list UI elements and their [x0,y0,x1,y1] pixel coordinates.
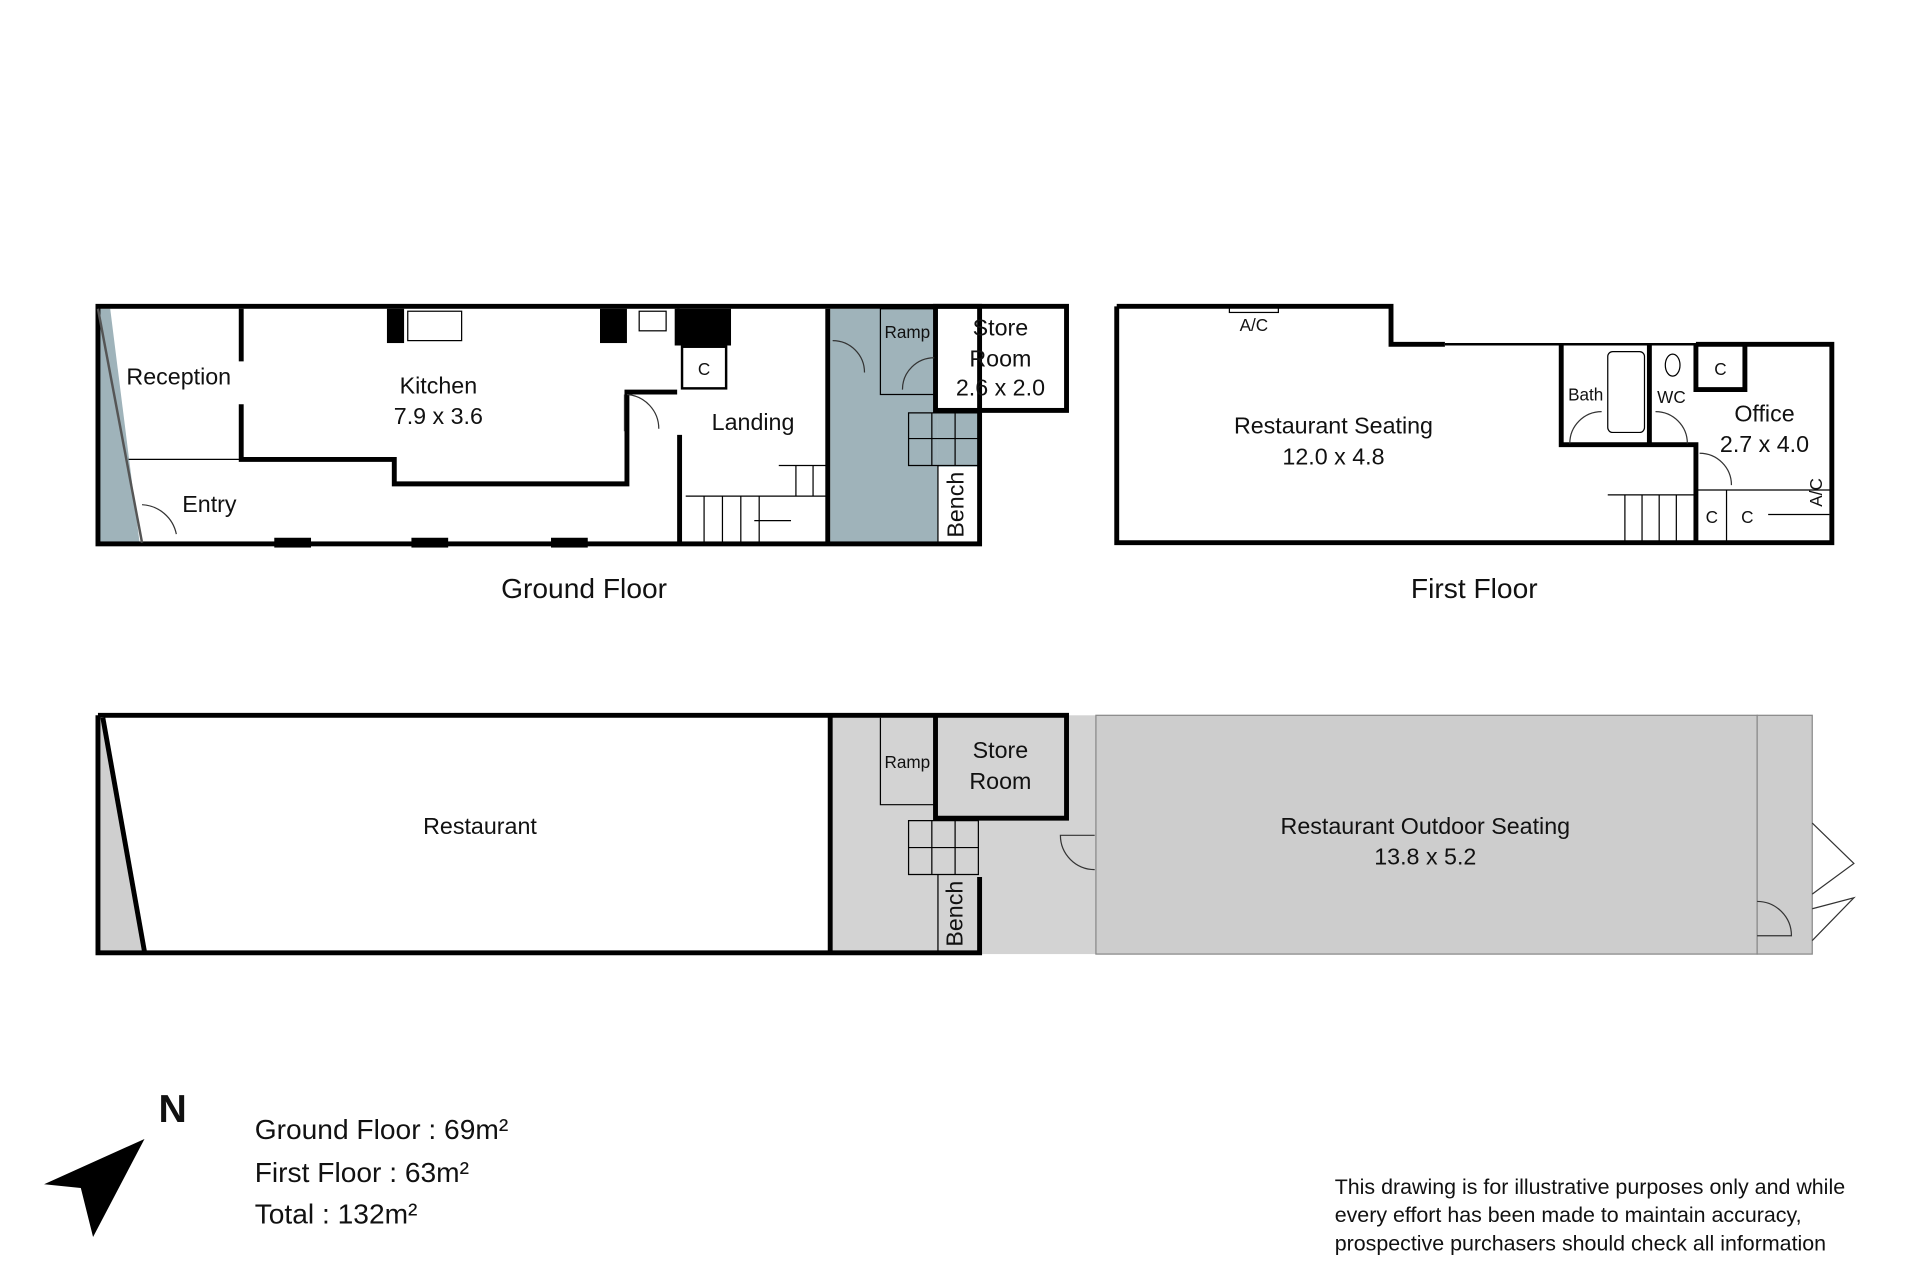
room-label-restaurant-seating: Restaurant Seating [1234,413,1433,439]
gate-icon [1811,822,1856,942]
ground-outer-wall [95,303,983,547]
area-dims-outdoor-seating: 13.8 x 5.2 [1374,844,1476,870]
site-plan: Restaurant Ramp Store Room Bench Restaur… [95,712,1856,956]
compass: N [44,1088,187,1237]
area-label-store-1: Store [973,737,1029,763]
area-summary: Ground Floor : 69m² First Floor : 63m² T… [255,1114,509,1229]
door-icon [1569,411,1602,444]
door-icon [1757,900,1793,937]
area-label-restaurant: Restaurant [423,813,537,839]
ground-floor-area: Ground Floor : 69m² [255,1114,509,1145]
room-label-cupboard: C [698,359,710,379]
door-icon [623,393,660,432]
disclaimer-line: every effort has been made to maintain a… [1335,1203,1802,1227]
area-label-store-2: Room [969,768,1031,794]
disclaimer: This drawing is for illustrative purpose… [1335,1175,1845,1255]
room-label-kitchen: Kitchen [400,372,478,398]
north-label: N [159,1088,187,1131]
door-icon [1699,452,1733,486]
total-area: Total : 132m² [255,1198,418,1229]
kitchen-sink-icon [407,310,463,342]
room-label-store-1: Store [973,315,1029,341]
room-label-bench: Bench [943,472,969,538]
disclaimer-line: prospective purchasers should check all … [1335,1231,1826,1255]
disclaimer-line: This drawing is for illustrative purpose… [1335,1175,1845,1199]
room-label-store-2: Room [969,345,1031,371]
ground-floor-plan: Reception Kitchen 7.9 x 3.6 Entry Landin… [95,303,1069,604]
north-arrow-icon [44,1138,145,1237]
ac-label-side: A/C [1806,478,1826,507]
room-label-entry: Entry [182,491,237,517]
room-dims-restaurant-seating: 12.0 x 4.8 [1282,443,1384,469]
room-label-bath: Bath [1568,385,1603,405]
area-label-ramp: Ramp [885,752,931,772]
room-dims-office: 2.7 x 4.0 [1720,431,1809,457]
area-label-bench: Bench [941,881,967,947]
door-icon [832,340,866,373]
room-label-cupboard: C [1741,507,1753,527]
room-label-cupboard: C [1706,507,1718,527]
room-dims-kitchen: 7.9 x 3.6 [394,403,483,429]
basin-icon [638,310,667,332]
first-floor-plan: A/C Restaurant Seating 12.0 x 4.8 Bath W… [1114,303,1835,604]
door-icon [901,357,935,390]
room-label-cupboard: C [1714,359,1726,379]
area-label-outdoor-seating: Restaurant Outdoor Seating [1281,813,1571,839]
stair-hall-shaded [830,308,938,543]
room-label-wc: WC [1657,387,1686,407]
toilet-icon [1664,353,1681,377]
room-label-reception: Reception [126,364,231,390]
first-floor-area: First Floor : 63m² [255,1157,469,1188]
room-dims-store: 2.6 x 2.0 [956,375,1045,401]
room-label-ramp: Ramp [885,322,931,342]
ground-floor-title: Ground Floor [501,573,667,604]
bathtub-icon [1607,351,1646,434]
room-label-landing: Landing [712,409,795,435]
door-icon [1655,411,1688,444]
ac-label-top: A/C [1240,315,1269,335]
door-icon [142,504,177,535]
first-floor-title: First Floor [1411,573,1538,604]
door-icon [1059,834,1095,871]
room-label-office: Office [1734,400,1794,426]
